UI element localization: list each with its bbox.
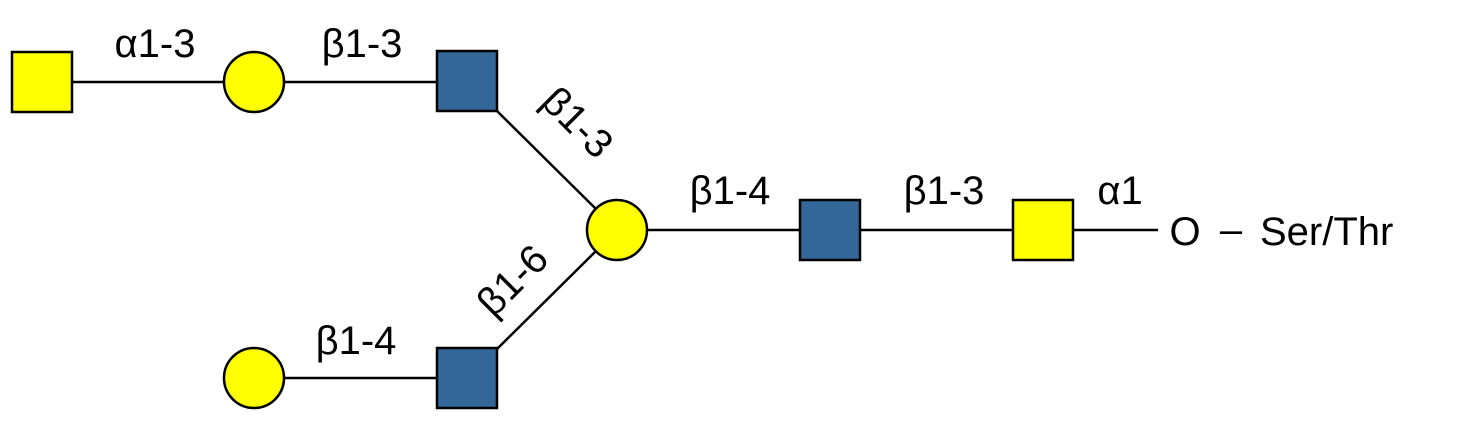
- oxygen-label: O: [1169, 210, 1200, 254]
- linkage-label: α1-3: [115, 22, 196, 66]
- glcnac-bottom-square: [435, 346, 499, 410]
- galnac-terminal-square: [10, 50, 74, 114]
- linkage-label: β1-3: [533, 79, 621, 167]
- aglycone-label: Ser/Thr: [1260, 210, 1393, 254]
- glcnac-core-square: [798, 198, 862, 262]
- gal-branch-circle: [585, 198, 649, 262]
- gal-top-circle: [222, 50, 286, 114]
- linkage-label: α1: [1097, 169, 1142, 213]
- bond-b16-diagonal: [496, 250, 597, 350]
- linkage-label: β1-6: [469, 237, 557, 325]
- linkage-label: β1-4: [316, 319, 397, 363]
- gal-bottom-circle: [222, 346, 286, 410]
- linkage-label: β1-3: [322, 22, 403, 66]
- galnac-reducing-square: [1011, 198, 1075, 262]
- glcnac-top-square: [435, 49, 499, 113]
- linkage-label: β1-4: [690, 169, 771, 213]
- dash-label: –: [1220, 208, 1243, 252]
- linkage-label: β1-3: [904, 169, 985, 213]
- bond-b13-diagonal: [496, 110, 597, 210]
